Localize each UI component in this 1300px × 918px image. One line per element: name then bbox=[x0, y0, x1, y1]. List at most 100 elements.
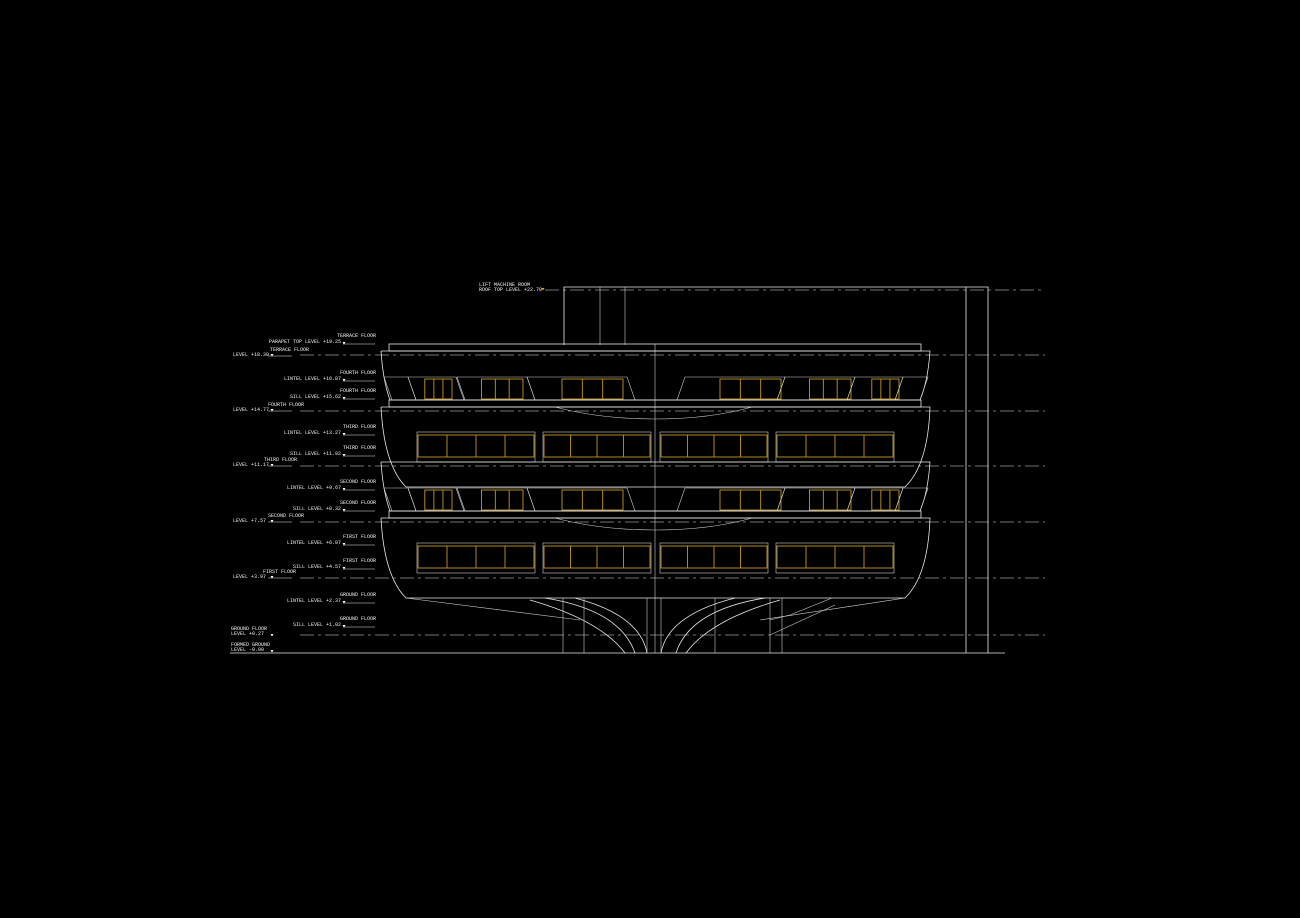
glazing bbox=[809, 489, 852, 511]
level-title: TERRACE FLOOR bbox=[270, 347, 309, 353]
right-root-structure bbox=[660, 597, 781, 654]
level-marker-icon bbox=[270, 409, 274, 412]
glazing bbox=[561, 489, 624, 511]
level-title: THIRD FLOOR bbox=[343, 424, 376, 430]
level-title: THIRD FLOOR bbox=[343, 445, 376, 451]
floor-hull bbox=[380, 406, 931, 488]
glazing bbox=[424, 489, 453, 511]
level-title: SECOND FLOOR bbox=[340, 500, 376, 506]
window-bay bbox=[894, 487, 929, 512]
level-marker-icon bbox=[270, 634, 274, 637]
level-value: LEVEL +14.77 bbox=[233, 407, 269, 413]
level-marker-icon bbox=[270, 650, 274, 653]
level-title: FOURTH FLOOR bbox=[340, 370, 376, 376]
level-value: LINTEL LEVEL +16.87 bbox=[284, 376, 341, 382]
window-bay bbox=[407, 487, 465, 512]
level-marker-icon bbox=[342, 543, 346, 546]
level-marker-icon bbox=[342, 625, 346, 628]
level-title: THIRD FLOOR bbox=[264, 457, 297, 463]
level-marker-icon bbox=[342, 379, 346, 382]
lift-machine-room-outline bbox=[563, 286, 989, 653]
level-marker-icon bbox=[541, 288, 545, 291]
level-value: SILL LEVEL +1.02 bbox=[293, 622, 341, 628]
window-frame bbox=[416, 542, 536, 574]
level-title: FIRST FLOOR bbox=[343, 558, 376, 564]
level-value: LINTEL LEVEL +9.67 bbox=[287, 485, 341, 491]
window-bay bbox=[846, 487, 904, 512]
window-frame bbox=[775, 542, 895, 574]
level-title: FOURTH FLOOR bbox=[340, 388, 376, 394]
level-value: ROOF TOP LEVEL +22.70 bbox=[479, 287, 542, 293]
level-value: LINTEL LEVEL +6.07 bbox=[287, 540, 341, 546]
floor-hull bbox=[380, 461, 931, 512]
level-marker-icon bbox=[270, 576, 274, 579]
level-value: LEVEL +18.30 bbox=[233, 352, 269, 358]
datum-lines bbox=[230, 289, 1045, 654]
level-title: LIFT MACHINE ROOM bbox=[479, 282, 530, 288]
level-title: FOURTH FLOOR bbox=[268, 402, 304, 408]
ramp-lines bbox=[769, 597, 836, 636]
glazing bbox=[481, 378, 524, 400]
glazing bbox=[719, 489, 782, 511]
level-title: FIRST FLOOR bbox=[343, 534, 376, 540]
level-value: LINTEL LEVEL +2.37 bbox=[287, 598, 341, 604]
level-value: LEVEL +3.97 bbox=[233, 574, 266, 580]
level-marker-icon bbox=[270, 520, 274, 523]
left-root-structure bbox=[529, 597, 648, 654]
glazing bbox=[424, 378, 453, 400]
glazing bbox=[871, 378, 900, 400]
level-title: FORMED GROUND bbox=[231, 642, 270, 648]
window-bay bbox=[407, 376, 465, 401]
podium-soffit bbox=[405, 597, 906, 621]
window-bay bbox=[846, 376, 904, 401]
level-title: GROUND FLOOR bbox=[340, 616, 376, 622]
window-frame bbox=[542, 542, 652, 574]
level-value: SILL LEVEL +15.62 bbox=[290, 394, 341, 400]
window-frame bbox=[659, 542, 769, 574]
window-bay bbox=[776, 376, 856, 401]
level-title: GROUND FLOOR bbox=[340, 592, 376, 598]
window-bay bbox=[676, 376, 786, 401]
window-bay bbox=[894, 376, 929, 401]
level-title: TERRACE FLOOR bbox=[337, 333, 376, 339]
floor-hull bbox=[380, 350, 931, 401]
level-marker-icon bbox=[270, 464, 274, 467]
level-title: SECOND FLOOR bbox=[268, 513, 304, 519]
level-title: SECOND FLOOR bbox=[340, 479, 376, 485]
window-bay bbox=[526, 487, 636, 512]
level-title: FIRST FLOOR bbox=[263, 569, 296, 575]
window-bay bbox=[526, 376, 636, 401]
glazing bbox=[719, 378, 782, 400]
slab-soffit-curve bbox=[554, 406, 753, 420]
level-marker-icon bbox=[342, 567, 346, 570]
level-marker-icon bbox=[342, 342, 346, 345]
window-bay bbox=[676, 487, 786, 512]
building-elevation bbox=[380, 286, 989, 654]
level-value: LEVEL +11.17 bbox=[233, 462, 269, 468]
slab-soffit-curve bbox=[554, 517, 753, 531]
level-value: PARAPET TOP LEVEL +19.25 bbox=[269, 339, 341, 345]
level-marker-icon bbox=[270, 354, 274, 357]
level-marker-icon bbox=[342, 397, 346, 400]
glazing bbox=[561, 378, 624, 400]
level-marker-icon bbox=[342, 433, 346, 436]
